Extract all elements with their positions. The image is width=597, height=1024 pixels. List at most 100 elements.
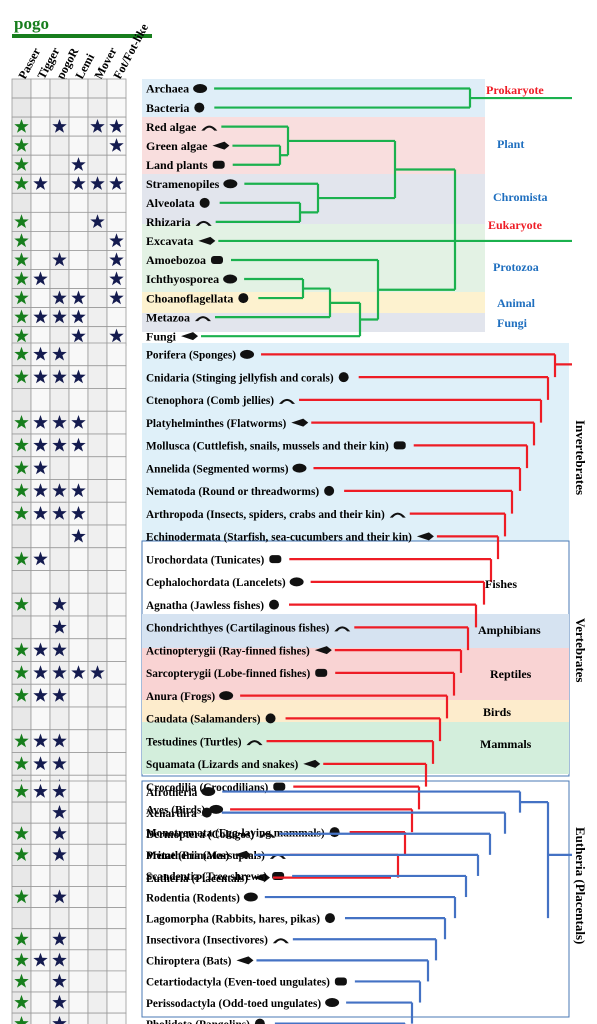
star-icon [14, 688, 29, 702]
organism-silhouette-icon [269, 555, 282, 564]
star-icon [52, 847, 67, 861]
star-icon [52, 826, 67, 840]
grid-cell [49, 192, 70, 213]
taxon-label: Ctenophora (Comb jellies) [146, 395, 274, 407]
organism-silhouette-icon [272, 871, 285, 880]
taxon-label: Eutheria (Placentals) [146, 873, 248, 885]
star-icon [90, 176, 105, 190]
grid-cell [87, 78, 108, 99]
group-label-prokaryote: Prokaryote [486, 83, 544, 97]
grid-cell [87, 342, 108, 367]
grid-cell [87, 433, 108, 458]
star-icon [14, 665, 29, 679]
grid-cell [11, 570, 32, 594]
grid-cell [87, 615, 108, 640]
grid-cell [87, 638, 108, 662]
grid-cell [87, 729, 108, 753]
organism-silhouette-icon [259, 832, 276, 838]
grid-cell [106, 991, 127, 1014]
star-icon [71, 290, 86, 305]
star-icon [14, 309, 29, 324]
taxon-label: Agnatha (Jawless fishes) [146, 600, 264, 612]
grid-cell [87, 456, 108, 480]
grid-cell [87, 410, 108, 435]
star-icon [71, 665, 86, 679]
organism-silhouette-icon [195, 220, 212, 226]
grid-cell [68, 970, 89, 993]
grid-cell [106, 683, 127, 708]
star-icon [14, 483, 29, 497]
star-icon [14, 952, 29, 967]
grid-cell [68, 843, 89, 866]
star-icon [52, 665, 67, 679]
star-icon [33, 483, 48, 497]
grid-cell [106, 307, 127, 328]
taxon-label: Squamata (Lizards and snakes) [146, 759, 298, 771]
organism-silhouette-icon [236, 956, 254, 965]
organism-silhouette-icon [334, 626, 351, 632]
star-icon [33, 665, 48, 679]
star-icon [33, 460, 48, 475]
organism-silhouette-icon [181, 332, 199, 341]
organism-silhouette-icon [212, 141, 230, 150]
grid-cell [106, 907, 127, 930]
taxon-label: Red algae [146, 120, 197, 134]
grid-cell [68, 116, 89, 137]
grid-cell [106, 479, 127, 503]
grid-cell [68, 949, 89, 972]
organism-silhouette-icon [324, 913, 335, 924]
star-icon [90, 665, 105, 679]
organism-silhouette-icon [289, 577, 304, 587]
grid-cell [106, 342, 127, 367]
grid-cell [68, 547, 89, 571]
star-icon [14, 415, 29, 429]
grid-cell [106, 592, 127, 617]
grid-cell [49, 524, 70, 549]
grid-cell [106, 456, 127, 480]
taxon-label: Choanoflagellata [146, 291, 233, 305]
star-icon [52, 483, 67, 497]
grid-cell [87, 501, 108, 526]
organism-silhouette-icon [265, 713, 276, 724]
grid-cell [87, 780, 108, 803]
organism-silhouette-icon [329, 827, 340, 838]
group-label-reptiles: Reptiles [490, 667, 532, 681]
grid-cell [106, 615, 127, 640]
grid-cell [106, 661, 127, 685]
grid-cell [49, 78, 70, 99]
organism-silhouette-icon [303, 759, 321, 768]
panel2-grid [11, 342, 127, 890]
organism-silhouette-icon [272, 938, 289, 944]
taxon-label: Ichthyosporea [146, 272, 219, 286]
star-icon [33, 369, 48, 384]
organism-silhouette-icon [223, 179, 238, 189]
taxon-label: Land plants [146, 158, 208, 172]
star-icon [71, 328, 86, 343]
grid-cell [30, 230, 51, 251]
group-label-fishes: Fishes [485, 577, 517, 591]
taxon-label: Porifera (Sponges) [146, 350, 236, 362]
organism-silhouette-icon [246, 740, 263, 746]
organism-silhouette-icon [194, 316, 211, 322]
grid-cell [11, 706, 32, 731]
taxon-label: Chiroptera (Bats) [146, 956, 232, 968]
star-icon [33, 952, 48, 967]
taxon-label: Sarcopterygii (Lobe-finned fishes) [146, 668, 310, 680]
group-background [142, 614, 569, 648]
taxon-label: Testudines (Turtles) [146, 736, 242, 748]
grid-cell [68, 615, 89, 640]
taxon-label: Mollusca (Cuttlefish, snails, mussels an… [146, 441, 389, 453]
grid-cell [106, 752, 127, 776]
star-icon [52, 309, 67, 324]
grid-cell [87, 524, 108, 549]
star-icon [52, 597, 67, 611]
star-icon [14, 290, 29, 305]
star-icon [33, 783, 48, 798]
grid-cell [87, 991, 108, 1014]
trees [201, 87, 572, 1024]
grid-cell [30, 211, 51, 232]
group-backgrounds [141, 79, 570, 1018]
grid-cell [106, 928, 127, 951]
grid-cell [87, 365, 108, 389]
grid-cell [30, 78, 51, 99]
